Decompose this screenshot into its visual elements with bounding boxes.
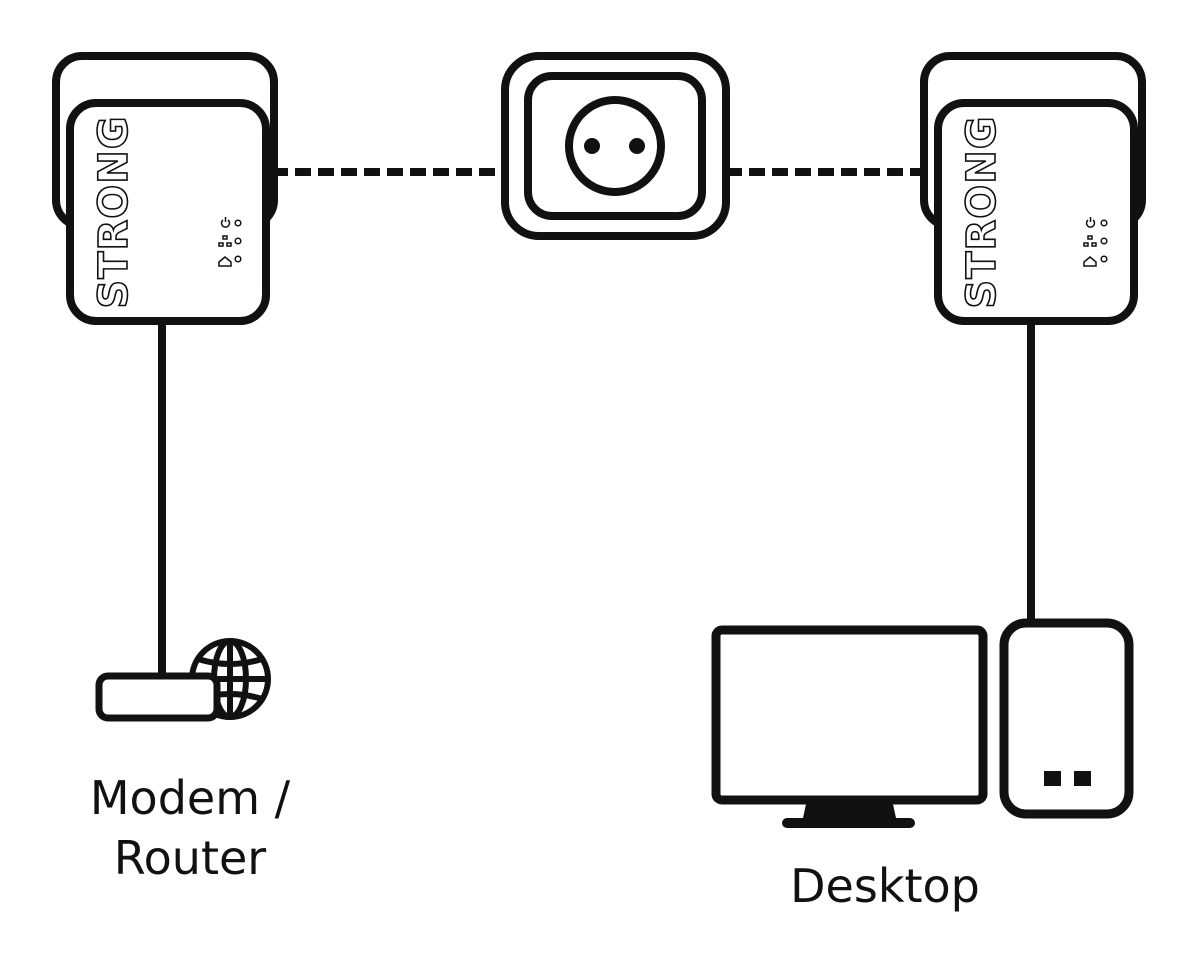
powerline-adapter-left: STRONG (52, 52, 278, 325)
network-icon (218, 235, 232, 247)
power-icon (1085, 217, 1096, 228)
led-indicators-right (1083, 217, 1108, 267)
modem-label-line2: Router (113, 831, 267, 885)
powerline-adapter-right: STRONG (920, 52, 1146, 325)
led-indicators-left (218, 217, 242, 267)
home-icon (1083, 256, 1097, 267)
home-icon (218, 256, 232, 267)
adapter-right-brand: STRONG (959, 115, 1005, 308)
modem-router-icon (95, 672, 221, 722)
desktop-tower-icon (999, 618, 1134, 819)
power-icon (220, 217, 231, 228)
adapter-left-brand: STRONG (91, 115, 137, 308)
modem-router-label: Modem / Router (60, 768, 320, 888)
wall-outlet-icon (501, 52, 730, 240)
modem-label-line1: Modem / (89, 771, 291, 825)
desktop-label: Desktop (790, 859, 980, 913)
monitor-icon (711, 625, 988, 828)
network-icon (1083, 235, 1097, 247)
